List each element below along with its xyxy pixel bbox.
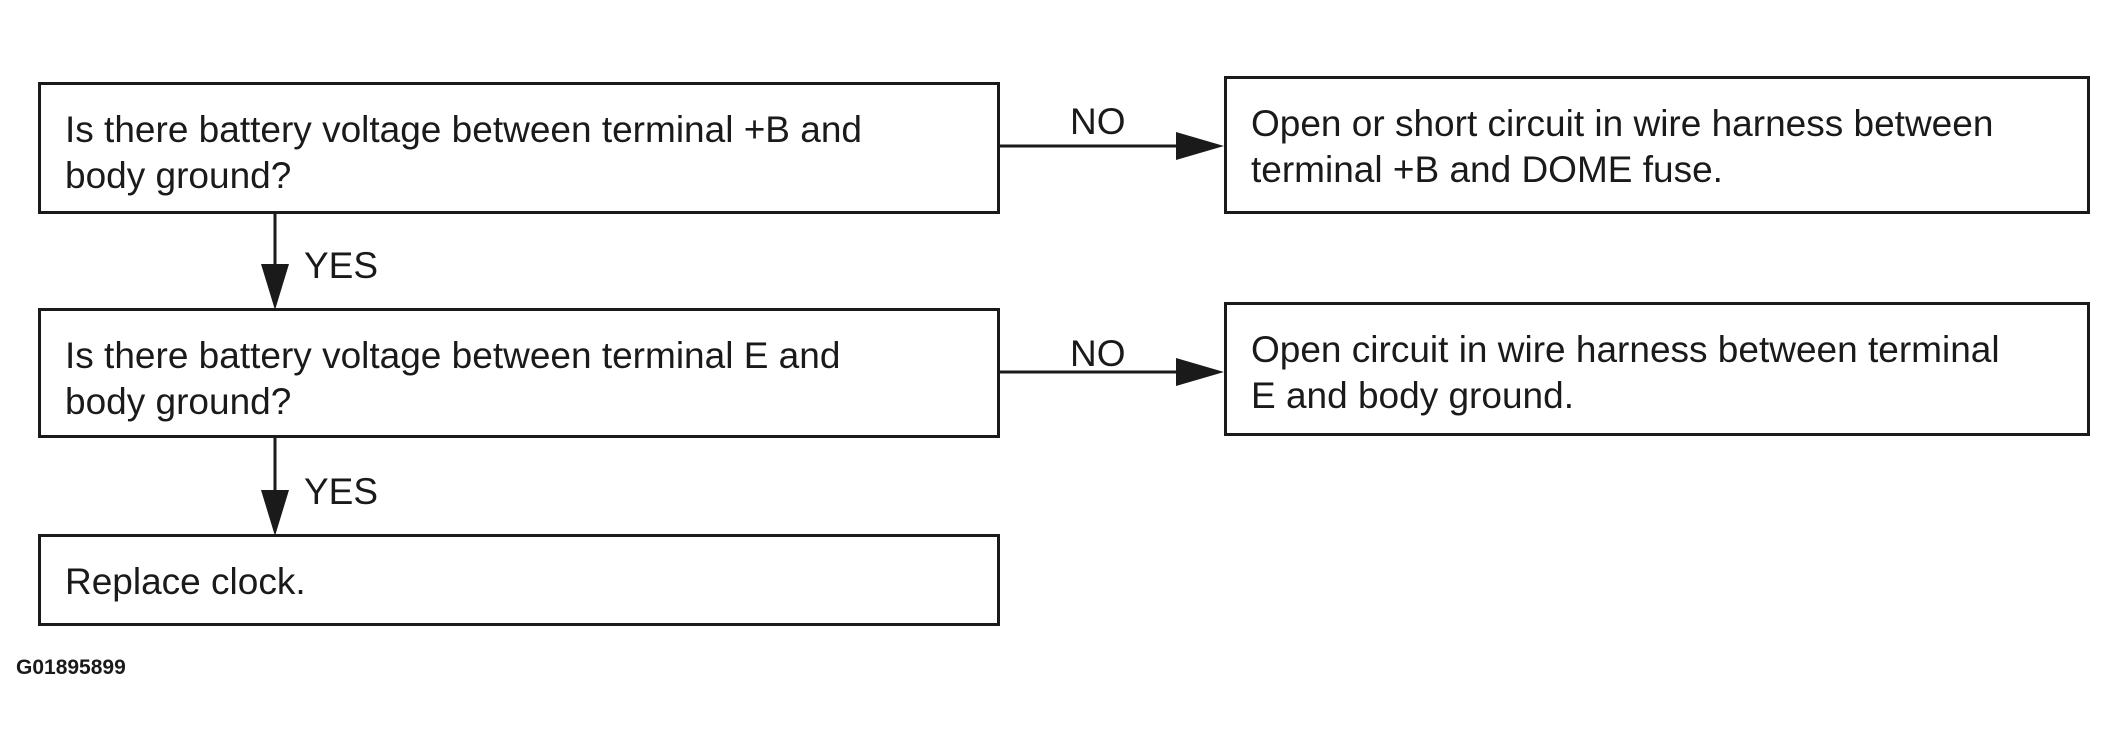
arrow-q1-yes (261, 214, 289, 310)
arrow-q2-yes (261, 438, 289, 536)
arrow-q2-no (1000, 358, 1224, 386)
result-2-box: Open circuit in wire harness between ter… (1224, 302, 2090, 436)
final-action-box: Replace clock. (38, 534, 1000, 626)
arrow-q1-no (1000, 132, 1224, 160)
no-label-1: NO (1070, 101, 1126, 142)
figure-id: G01895899 (16, 656, 126, 679)
no-label-2: NO (1070, 333, 1126, 374)
yes-label-2: YES (304, 471, 379, 512)
yes-label-1: YES (304, 245, 379, 286)
question-1-box: Is there battery voltage between termina… (38, 82, 1000, 214)
result-1-box: Open or short circuit in wire harness be… (1224, 76, 2090, 214)
question-2-box: Is there battery voltage between termina… (38, 308, 1000, 438)
